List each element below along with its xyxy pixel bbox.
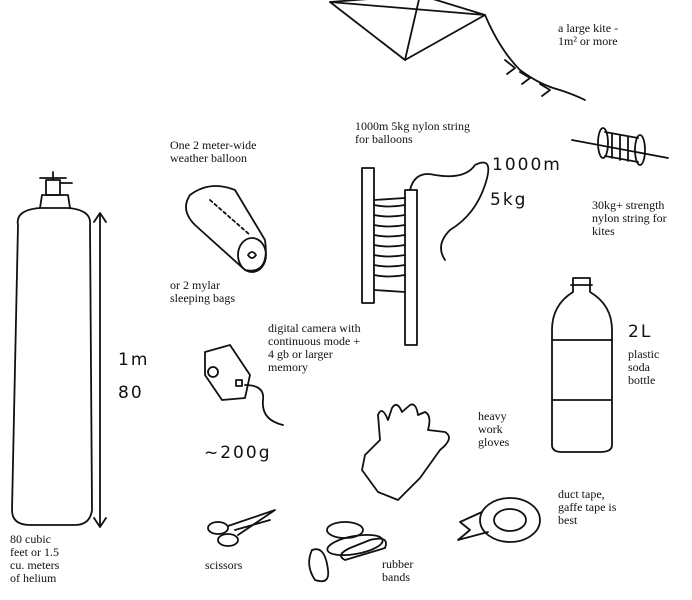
camera-label: digital camera with continuous mode + 4 … [268,321,361,374]
balloon-drawing [185,185,267,273]
rubber-bands-label: rubber bands [382,557,414,584]
kite-label: a large kite - 1m² or more [558,21,619,48]
kite-drawing [329,0,586,101]
gloves-drawing [361,403,450,501]
balloon-string-label: 1000m 5kg nylon string for balloons [355,119,471,146]
helium-label: 80 cubic feet or 1.5 cu. meters of heliu… [10,532,60,585]
scissors-label: scissors [205,558,243,572]
bottle-label: plastic soda bottle [628,347,660,387]
balloon-label: One 2 meter-wide weather balloon [170,138,257,165]
string-strength-note: 5kg [490,190,528,210]
string-length-note: 1000m [492,155,562,175]
balloon-string-spool-drawing [361,161,490,346]
camera-weight-note: ~200g [204,443,272,463]
camera-drawing [204,344,284,426]
bottle-volume-note: 2L [628,322,653,342]
rubber-bands-drawing [308,521,387,583]
kite-string-spool-drawing [571,127,669,166]
cylinder-size-note: 80 [118,383,144,403]
helium-cylinder-drawing [11,171,107,528]
mylar-label: or 2 mylar sleeping bags [170,278,235,305]
tape-label: duct tape, gaffe tape is best [558,487,617,527]
kite-string-label: 30kg+ strength nylon string for kites [592,198,667,238]
cylinder-height-note: 1m [118,350,150,370]
scissors-drawing [207,509,276,547]
duct-tape-drawing [457,497,541,543]
gloves-label: heavy work gloves [478,409,510,449]
soda-bottle-drawing [551,277,613,453]
